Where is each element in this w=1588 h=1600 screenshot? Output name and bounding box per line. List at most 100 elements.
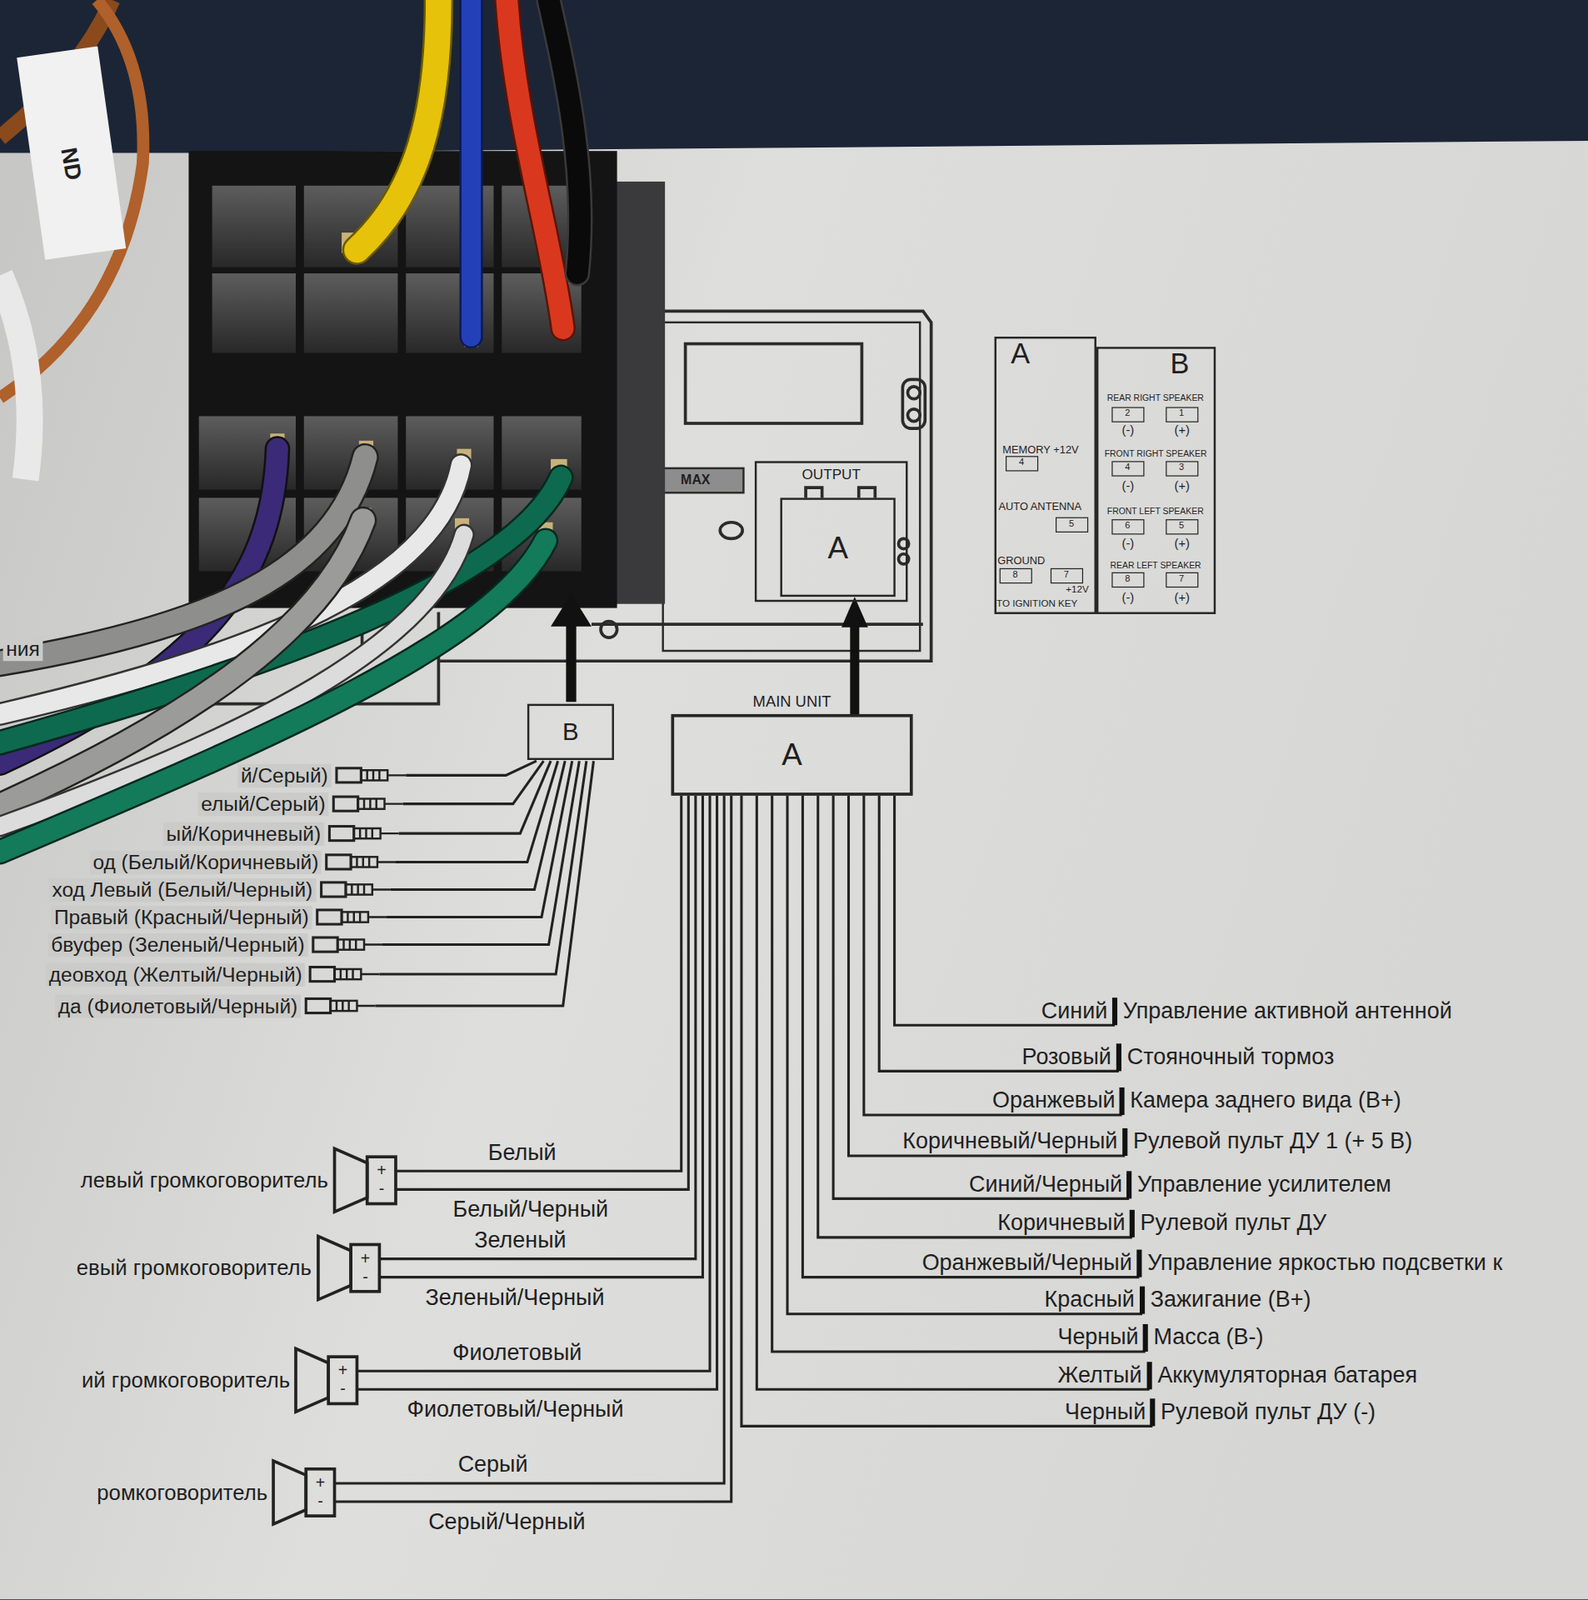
speaker-wire <box>356 795 717 1389</box>
wire-color: Белый <box>488 1138 557 1165</box>
pin-box: 7 <box>1165 571 1199 587</box>
speaker-wire <box>334 795 725 1484</box>
pinout-section: A4587 <box>994 336 1097 615</box>
label-box: Рулевой пульт ДУ <box>1140 1208 1328 1235</box>
label-box: TO IGNITION KEY <box>996 598 1078 610</box>
rca-wire <box>403 760 545 804</box>
wire-color: Черный <box>1057 1323 1139 1349</box>
polarity-sign: - <box>362 1268 369 1288</box>
output-socket-area: OUTPUTA <box>754 460 909 602</box>
polarity-sign: + <box>315 1473 325 1494</box>
rca-plug <box>313 937 383 952</box>
rca-wire <box>382 760 580 944</box>
speaker-wire <box>379 795 695 1259</box>
connector-cell <box>212 185 296 268</box>
rca-plug <box>336 768 406 783</box>
power-wire <box>787 795 1143 1314</box>
speaker-wire <box>395 795 682 1171</box>
speaker-icon <box>273 1460 335 1524</box>
speaker-icon <box>273 1148 396 1524</box>
rca-label: Правый (Красный/Черный) <box>50 904 312 929</box>
polarity-sign: - <box>339 1379 346 1399</box>
separator-bar <box>1122 1128 1128 1156</box>
rca-label: ый/Коричневый) <box>163 821 325 845</box>
head-unit-outline <box>663 322 920 651</box>
main-unit-box: MAIN UNITA <box>670 714 913 796</box>
label-box: REAR LEFT SPEAKER <box>1109 560 1201 571</box>
label-box: Правый (Красный/Черный) <box>50 904 312 929</box>
label-box: ий громкоговоритель <box>81 1368 290 1394</box>
pin-box: 1 <box>1165 406 1199 422</box>
wire-function: Камера заднего вида (В+) <box>1129 1086 1401 1113</box>
pin-box: 5 <box>1054 516 1088 532</box>
label-box: Стояночный тормоз <box>1127 1043 1335 1069</box>
label-box: евый громкоговоритель <box>76 1255 312 1281</box>
rca-label: бвуфер (Зеленый/Черный) <box>48 932 309 956</box>
speaker-wire <box>395 795 689 1190</box>
polarity-sign: (+) <box>1174 537 1190 552</box>
wire-color: Фиолетовый <box>452 1338 582 1365</box>
paper-sheet <box>0 140 1588 1600</box>
arrow-connector <box>849 617 859 715</box>
pin-box: 3 <box>1165 460 1199 476</box>
label-box: Розовый <box>1022 1043 1112 1069</box>
pin-caption: FRONT RIGHT SPEAKER <box>1104 449 1208 460</box>
label-box: Черный <box>1057 1323 1139 1349</box>
rca-label: од (Белый/Коричневый) <box>89 849 322 874</box>
power-wire <box>802 795 1139 1278</box>
wire-color: Черный <box>1064 1398 1146 1424</box>
node-text: B <box>562 718 580 745</box>
pin-caption: GROUND <box>997 554 1045 567</box>
node-text: 1 <box>1178 409 1184 420</box>
label-box: (-) <box>1122 591 1135 606</box>
speaker-icon <box>318 1236 380 1300</box>
label-box: Коричневый <box>997 1208 1125 1235</box>
polarity-sign: (-) <box>1122 479 1135 494</box>
label-box: Коричневый/Черный <box>902 1127 1118 1154</box>
label-box: ND <box>55 144 87 182</box>
node-text: 7 <box>1178 574 1184 585</box>
photo-wire <box>461 0 481 337</box>
label-box: - <box>362 1268 369 1288</box>
node-text: 6 <box>1124 521 1130 532</box>
label-box: Оранжевый <box>992 1086 1115 1113</box>
label-box: Рулевой пульт ДУ 1 (+ 5 В) <box>1133 1127 1413 1154</box>
pinout-section: B21436587 <box>1096 346 1216 615</box>
label-box: ромкоговоритель <box>96 1479 268 1505</box>
rca-wire <box>374 760 594 1006</box>
label-box: FRONT RIGHT SPEAKER <box>1104 449 1208 460</box>
photo-wire <box>356 0 439 250</box>
harness-arrow <box>565 624 576 702</box>
wire-color: Синий <box>1041 997 1108 1024</box>
label-box: GROUND <box>997 554 1045 567</box>
polarity-sign: + <box>360 1249 370 1269</box>
connector-photo <box>0 275 30 480</box>
power-wire <box>848 795 1125 1156</box>
rca-plug <box>321 882 391 897</box>
label-box: (-) <box>1122 479 1135 494</box>
label-box: деовход (Желтый/Черный) <box>45 962 305 986</box>
brand-text: MAX <box>680 472 710 488</box>
node-text: A <box>1010 338 1094 370</box>
rca-plug <box>333 796 403 811</box>
separator-bar <box>1143 1323 1149 1352</box>
node-text: 5 <box>1068 519 1074 530</box>
label-box: ход Левый (Белый/Черный) <box>49 877 316 901</box>
label-box: Желтый <box>1057 1361 1142 1388</box>
label-box: - <box>339 1379 346 1399</box>
label-box: AUTO ANTENNA <box>998 499 1082 513</box>
speaker-name: левый громкоговоритель <box>80 1168 329 1194</box>
pin-box: 7 <box>1049 567 1083 583</box>
wire-color: Красный <box>1044 1285 1135 1312</box>
wire-function: Аккумуляторная батарея <box>1157 1361 1418 1388</box>
separator-bar <box>1112 997 1118 1025</box>
label-box: + <box>338 1361 348 1381</box>
polarity-sign: - <box>317 1492 324 1512</box>
polarity-sign: + <box>338 1361 348 1381</box>
rca-wire <box>390 760 565 889</box>
pin-box: 5 <box>1165 518 1199 534</box>
label-box: (+) <box>1174 537 1190 552</box>
